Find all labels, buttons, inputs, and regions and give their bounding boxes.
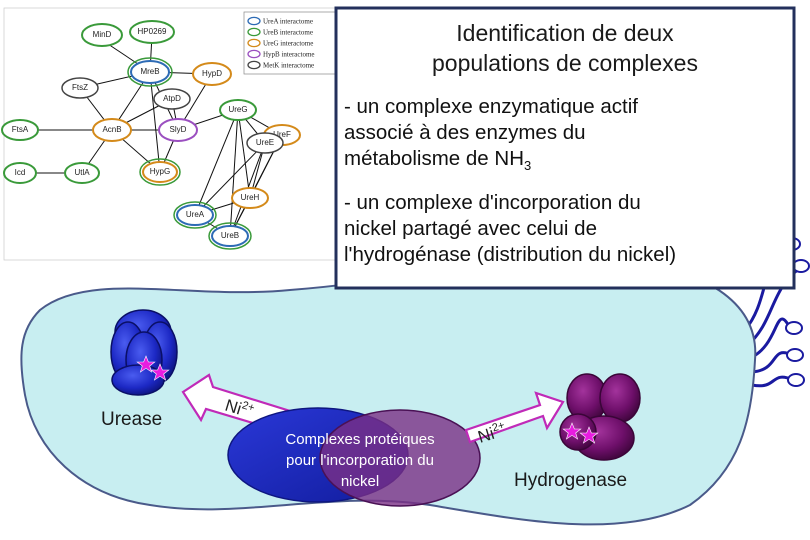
bullet2-line2: nickel partagé avec celui de xyxy=(344,217,597,240)
network-edge xyxy=(149,71,161,173)
node-uree: UreE xyxy=(246,132,284,154)
star-icon xyxy=(562,422,582,440)
star-icon xyxy=(150,363,170,381)
svg-text:HP0269: HP0269 xyxy=(138,27,167,36)
urease-complex xyxy=(110,309,178,396)
svg-text:UreF: UreF xyxy=(273,130,291,139)
flagellum-tip xyxy=(785,321,803,335)
node-hypd: HypD xyxy=(192,62,232,86)
legend-marker-icon xyxy=(247,38,261,48)
panel-title-line1: Identification de deux xyxy=(456,20,674,46)
arrow-right-icon xyxy=(464,391,565,444)
svg-text:MreB: MreB xyxy=(140,67,159,76)
svg-text:AcnB: AcnB xyxy=(102,125,121,134)
legend-entry: MetK interactome xyxy=(247,60,314,70)
panel-title-line2: populations de complexes xyxy=(432,50,698,76)
bullet-nickel-complex: - un complexe d'incorporation du nickel … xyxy=(344,190,796,268)
complex-label-line3: nickel xyxy=(341,473,379,490)
legend-entry: UreB interactome xyxy=(247,27,313,37)
bullet2-line3: l'hydrogénase (distribution du nickel) xyxy=(344,243,677,266)
urease-label: Urease xyxy=(101,409,162,430)
network-nodes: MinD HP0269 MreB HypD FtsZ AtpD xyxy=(1,20,301,250)
svg-text:UreG: UreG xyxy=(228,105,247,114)
network-edge xyxy=(194,142,266,216)
hydrogenase-complex xyxy=(559,373,641,461)
svg-text:Icd: Icd xyxy=(15,168,26,177)
network-edge xyxy=(237,109,251,199)
complex-label-line2: pour l'incorporation du xyxy=(286,452,434,469)
legend-entry: HypB interactome xyxy=(247,49,315,59)
node-ureb: UreB xyxy=(208,222,252,250)
protein-complex-venn: Complexes protéiques pour l'incorporatio… xyxy=(227,407,481,507)
svg-text:UreH: UreH xyxy=(241,193,260,202)
svg-text:HypG: HypG xyxy=(150,167,170,176)
svg-text:UreA: UreA xyxy=(186,210,205,219)
node-atpd: AtpD xyxy=(153,88,191,110)
bullet1-line2: associé à des enzymes du xyxy=(344,121,586,144)
node-ureh: UreH xyxy=(231,187,269,209)
legend-marker-icon xyxy=(247,27,261,37)
legend-label: MetK interactome xyxy=(263,62,314,70)
node-utla: UtlA xyxy=(64,162,100,184)
svg-text:UreE: UreE xyxy=(256,138,274,147)
svg-text:UreB: UreB xyxy=(221,231,239,240)
star-icon xyxy=(136,355,156,373)
ni-right-label: Ni2+ xyxy=(475,419,508,446)
node-mind: MinD xyxy=(81,23,123,47)
ni-arrow-right: Ni2+ xyxy=(464,391,565,447)
legend-entry: UreG interactome xyxy=(247,38,313,48)
node-icd: Icd xyxy=(3,162,37,184)
text-panel xyxy=(334,6,796,290)
node-ftsa: FtsA xyxy=(1,119,39,141)
legend-label: HypB interactome xyxy=(263,51,315,59)
svg-text:SlyD: SlyD xyxy=(170,125,187,134)
node-mreb: MreB xyxy=(127,57,173,87)
svg-text:MinD: MinD xyxy=(93,30,112,39)
legend-label: UreA interactome xyxy=(263,18,313,26)
node-urea: UreA xyxy=(173,201,217,229)
flagellum xyxy=(749,317,792,360)
svg-text:FtsA: FtsA xyxy=(12,125,29,134)
legend-label: UreG interactome xyxy=(263,40,313,48)
legend-marker-icon xyxy=(247,49,261,59)
network-edge xyxy=(229,109,239,237)
svg-text:FtsZ: FtsZ xyxy=(72,83,88,92)
bullet-enzymatic-complex: - un complexe enzymatique actif associé … xyxy=(344,94,796,179)
flagellum-tip xyxy=(787,373,805,387)
legend-marker-icon xyxy=(247,60,261,70)
svg-text:UtlA: UtlA xyxy=(74,168,90,177)
svg-text:AtpD: AtpD xyxy=(163,94,181,103)
bullet1-line1: - un complexe enzymatique actif xyxy=(344,95,638,118)
hydrogenase-label: Hydrogenase xyxy=(514,470,627,491)
panel-title: Identification de deux populations de co… xyxy=(336,18,794,78)
node-ureg: UreG xyxy=(219,99,257,121)
interactome-network: UreA interactome UreB interactome UreG i… xyxy=(1,7,339,261)
node-slyd: SlyD xyxy=(158,118,198,142)
network-edge xyxy=(194,109,239,216)
node-acnb: AcnB xyxy=(92,118,132,142)
flagellum xyxy=(751,351,793,374)
network-legend: UreA interactome UreB interactome UreG i… xyxy=(243,11,337,75)
bacterial-cell: Urease Ni2+ Complexes protéiques pour l'… xyxy=(20,237,810,526)
bullet2-line1: - un complexe d'incorporation du xyxy=(344,191,641,214)
node-hp0269: HP0269 xyxy=(129,20,175,44)
bullet1-line3: métabolisme de NH3 xyxy=(344,147,532,174)
star-icon xyxy=(579,426,599,444)
complex-purple-ellipse xyxy=(319,409,481,507)
ni-left-label: Ni2+ xyxy=(223,395,256,422)
node-hypg: HypG xyxy=(139,158,181,186)
legend-label: UreB interactome xyxy=(263,29,313,37)
legend-marker-icon xyxy=(247,16,261,26)
complex-label-line1: Complexes protéiques xyxy=(285,431,434,448)
flagellum-tip xyxy=(786,348,804,362)
node-ftsz: FtsZ xyxy=(61,77,99,99)
svg-text:HypD: HypD xyxy=(202,69,222,78)
legend-entry: UreA interactome xyxy=(247,16,313,26)
flagellum xyxy=(751,375,794,388)
